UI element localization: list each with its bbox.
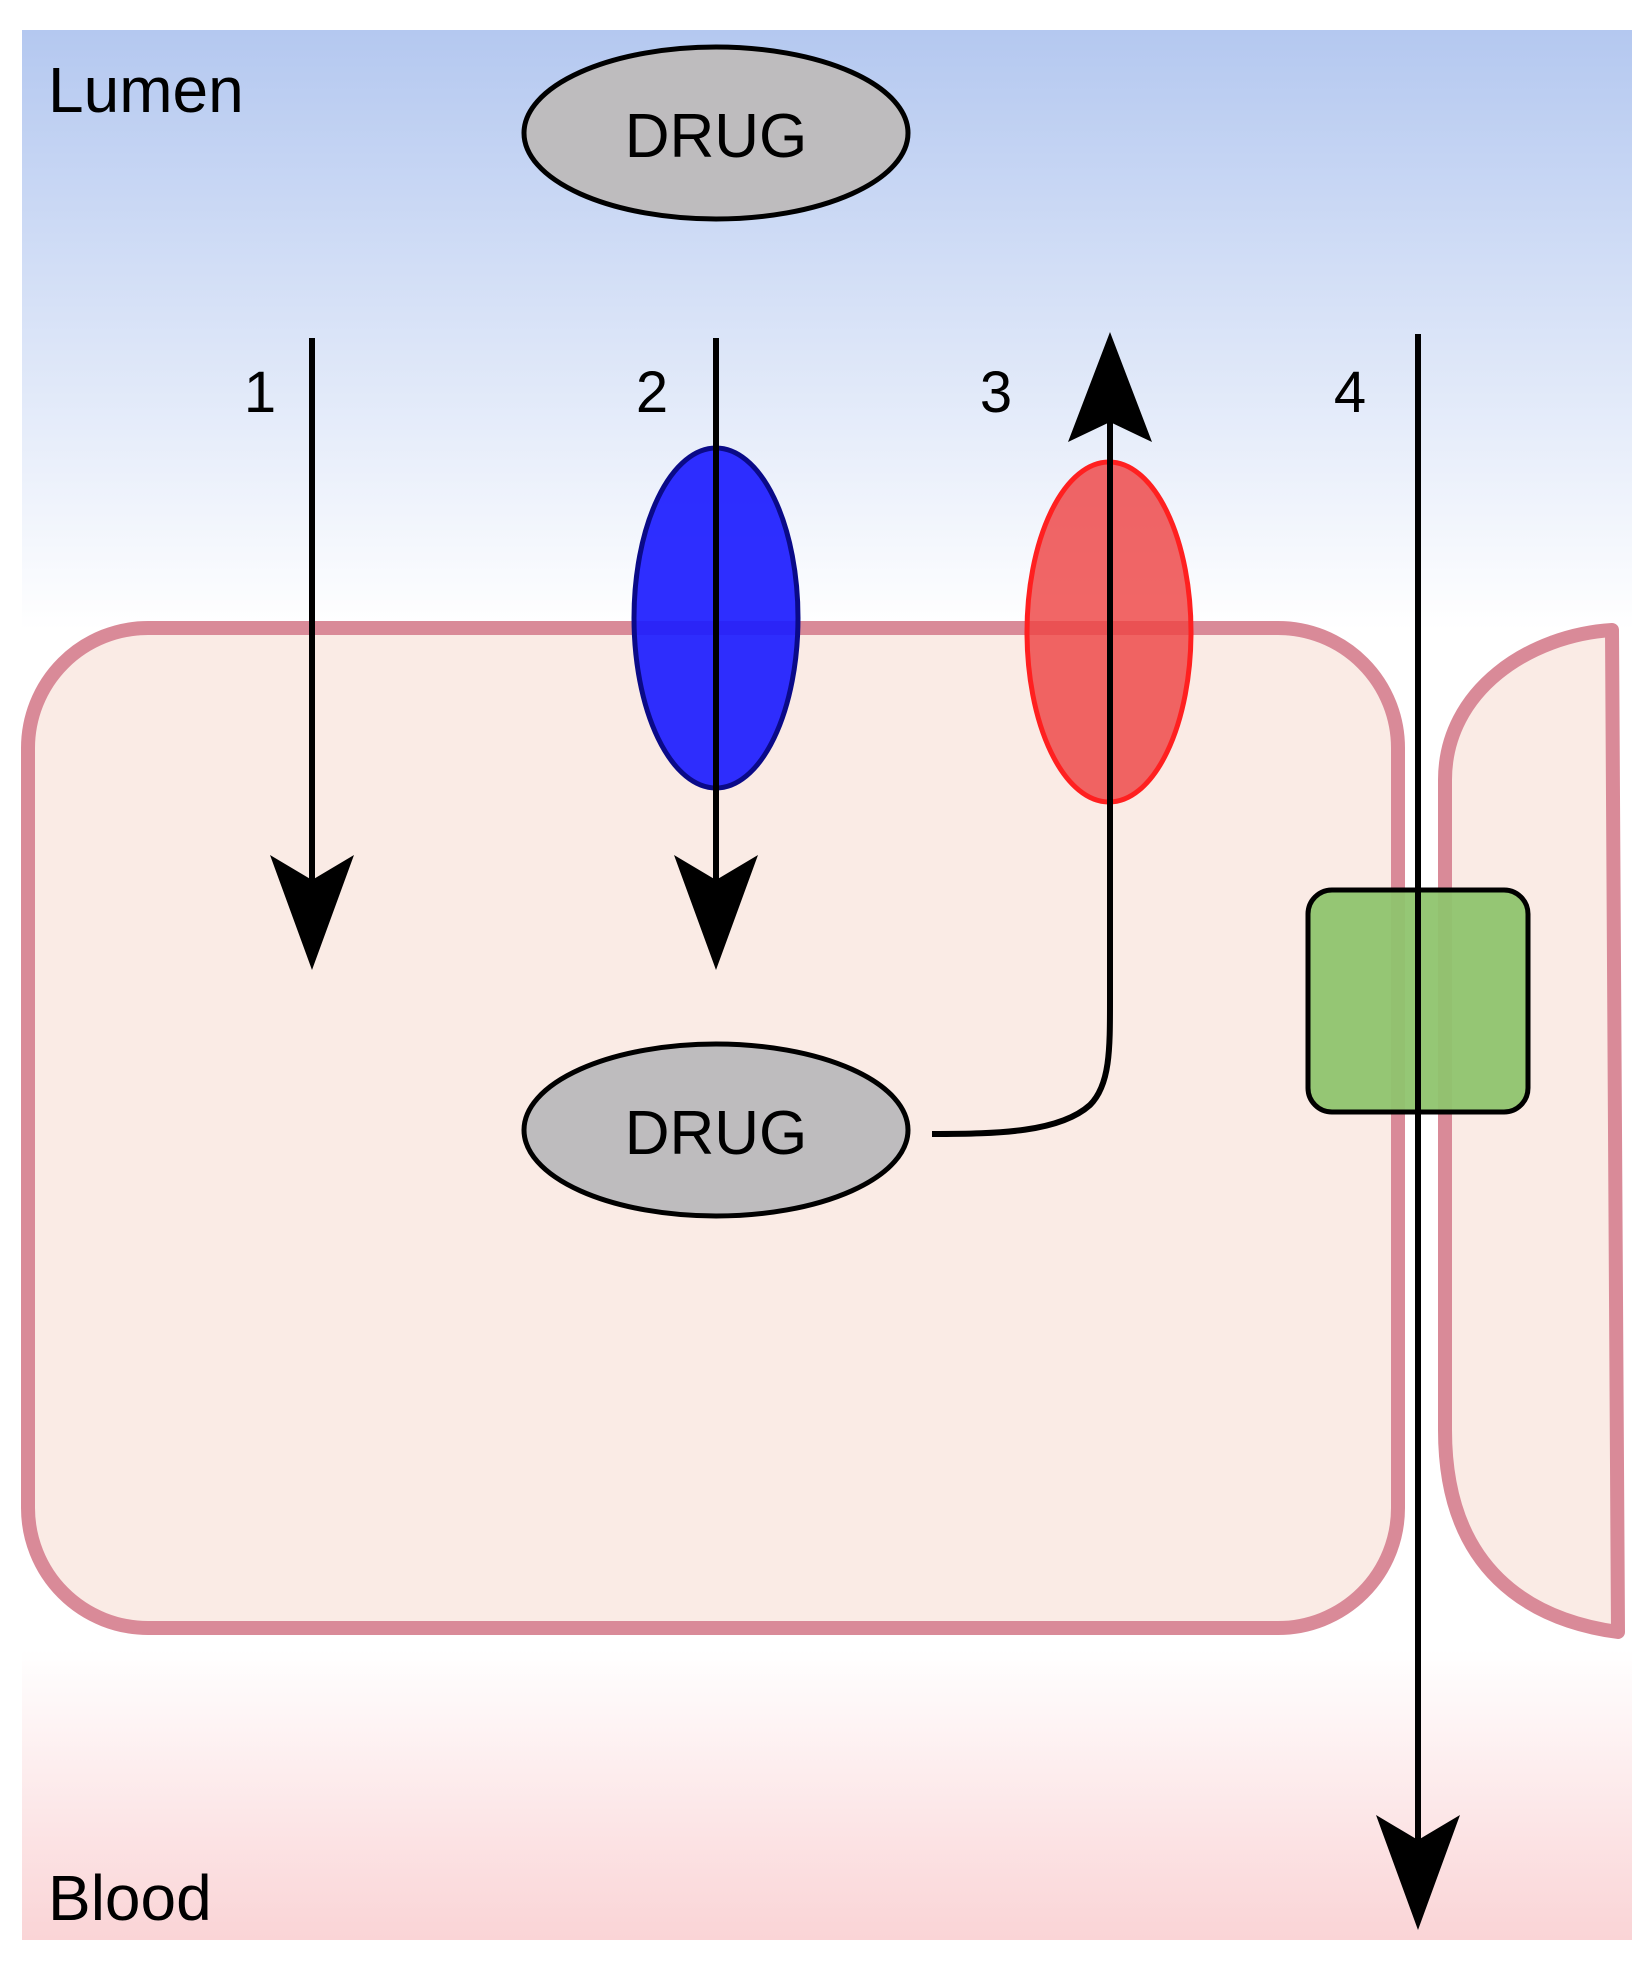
- blood-region: [22, 1650, 1632, 1940]
- arrow-head-down: [674, 855, 758, 970]
- pathway-4-paracellular: 4: [1305, 334, 1531, 1930]
- blood-label: Blood: [48, 1862, 212, 1934]
- pathway-4-number: 4: [1334, 360, 1366, 425]
- pathway-3-number: 3: [980, 360, 1012, 425]
- drug-label: DRUG: [625, 102, 808, 171]
- lumen-drug: DRUG: [521, 44, 911, 222]
- drug-shape: [521, 44, 911, 222]
- neighbor-cell: [1438, 623, 1625, 1639]
- lumen-label: Lumen: [48, 54, 244, 126]
- pathway-2-uptake-transporter: 2: [631, 338, 801, 970]
- cell-drug: DRUG: [521, 1041, 911, 1219]
- pathway-1-passive-diffusion: 1: [244, 338, 354, 970]
- arrow-head-down: [1376, 1815, 1460, 1930]
- arrow-shaft: [931, 410, 1113, 1137]
- arrow-head-up: [1068, 332, 1152, 442]
- pathway-3-efflux-transporter: 3: [931, 332, 1194, 1137]
- drug-shape: [521, 1041, 911, 1219]
- pathway-2-number: 2: [636, 360, 668, 425]
- pathway-1-number: 1: [244, 360, 276, 425]
- drug-label: DRUG: [625, 1099, 808, 1168]
- arrow-head-down: [270, 855, 354, 970]
